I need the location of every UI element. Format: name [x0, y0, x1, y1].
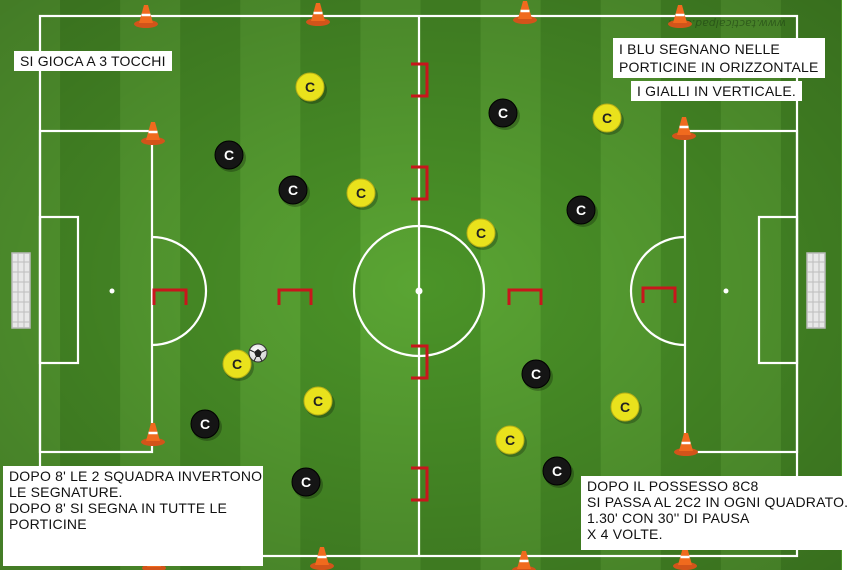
- yellow-player: C: [495, 425, 527, 457]
- mini-goal-icon: [152, 288, 188, 305]
- note-blue-team: I BLU SEGNANO NELLE PORTICINE IN ORIZZON…: [613, 38, 825, 78]
- note-after8-line-1: DOPO 8' LE 2 SQUADRA INVERTONO: [9, 468, 263, 484]
- note-after8-line-2: LE SEGNATURE.: [9, 484, 123, 500]
- player-label: C: [531, 366, 541, 382]
- yellow-player: C: [466, 218, 498, 250]
- right-penalty-spot: [723, 288, 729, 294]
- black-player: C: [291, 467, 323, 499]
- yellow-player: C: [610, 392, 642, 424]
- note-possession-line-4: X 4 VOLTE.: [587, 526, 663, 542]
- player-label: C: [305, 79, 315, 95]
- pitch-lines: [38, 14, 799, 558]
- mini-goal-icon: [411, 62, 429, 98]
- player-label: C: [224, 147, 234, 163]
- player-label: C: [505, 432, 515, 448]
- cone-icon: [134, 5, 158, 28]
- black-player: C: [542, 456, 574, 488]
- cone-icon: [141, 423, 165, 446]
- note-yellow-team: I GIALLI IN VERTICALE.: [631, 81, 802, 101]
- black-player: C: [566, 195, 598, 227]
- yellow-player: C: [592, 103, 624, 135]
- player-label: C: [232, 356, 242, 372]
- player-label: C: [576, 202, 586, 218]
- player-label: C: [498, 105, 508, 121]
- yellow-player: C: [295, 72, 327, 104]
- black-player: C: [190, 409, 222, 441]
- right-penalty-arc: [629, 235, 686, 347]
- ball-icon: [248, 343, 268, 363]
- cones: [134, 1, 698, 570]
- black-player: C: [214, 140, 246, 172]
- note-blue-line-2: PORTICINE IN ORIZZONTALE: [619, 59, 819, 75]
- left-goal-net-icon: [11, 252, 31, 329]
- cone-icon: [306, 3, 330, 26]
- right-goal-net-icon: [806, 252, 826, 329]
- mini-goal-icon: [277, 288, 313, 305]
- player-label: C: [313, 393, 323, 409]
- mini-goal-icon: [411, 165, 429, 201]
- yellow-player: C: [303, 386, 335, 418]
- cone-icon: [310, 547, 334, 570]
- cone-icon: [512, 551, 536, 570]
- left-goal-area: [38, 215, 80, 365]
- cone-icon: [668, 5, 692, 28]
- centre-circle: [352, 224, 486, 358]
- black-player: C: [488, 98, 520, 130]
- black-player: C: [278, 175, 310, 207]
- player-label: C: [602, 110, 612, 126]
- yellow-player: C: [222, 349, 254, 381]
- player-label: C: [552, 463, 562, 479]
- player-label: C: [200, 416, 210, 432]
- note-possession-line-3: 1.30' CON 30'' DI PAUSA: [587, 510, 750, 526]
- right-goal-area: [757, 215, 799, 365]
- player-label: C: [620, 399, 630, 415]
- player-label: C: [288, 182, 298, 198]
- player-label: C: [476, 225, 486, 241]
- note-possession-line-1: DOPO IL POSSESSO 8C8: [587, 478, 759, 494]
- mini-goal-icon: [411, 466, 429, 502]
- black-player: C: [521, 359, 553, 391]
- note-possession-line-2: SI PASSA AL 2C2 IN OGNI QUADRATO.: [587, 494, 848, 510]
- mini-goals: [152, 62, 677, 502]
- note-possession: DOPO IL POSSESSO 8C8 SI PASSA AL 2C2 IN …: [581, 476, 848, 550]
- note-after8-line-4: PORTICINE: [9, 516, 87, 532]
- mini-goal-icon: [411, 344, 429, 380]
- note-yellow-text: I GIALLI IN VERTICALE.: [637, 83, 796, 99]
- yellow-player: C: [346, 178, 378, 210]
- player-label: C: [301, 474, 311, 490]
- left-penalty-arc: [151, 235, 208, 347]
- note-after-8-minutes: DOPO 8' LE 2 SQUADRA INVERTONO LE SEGNAT…: [3, 466, 263, 566]
- centre-spot: [415, 287, 423, 295]
- cone-icon: [141, 122, 165, 145]
- note-three-touches-text: SI GIOCA A 3 TOCCHI: [20, 53, 166, 69]
- players: C C C C C C C C C C C C C C C C: [190, 72, 642, 499]
- cone-icon: [672, 117, 696, 140]
- left-penalty-spot: [109, 288, 115, 294]
- note-after8-line-3: DOPO 8' SI SEGNA IN TUTTE LE: [9, 500, 228, 516]
- mini-goal-icon: [641, 286, 677, 303]
- cone-icon: [513, 1, 537, 24]
- player-label: C: [356, 185, 366, 201]
- mini-goal-icon: [507, 288, 543, 305]
- cone-icon: [673, 547, 697, 570]
- cone-icon: [674, 433, 698, 456]
- note-three-touches: SI GIOCA A 3 TOCCHI: [14, 51, 172, 71]
- note-blue-line-1: I BLU SEGNANO NELLE: [619, 41, 780, 57]
- watermark-top: www.tacticalpad.com: [668, 17, 786, 30]
